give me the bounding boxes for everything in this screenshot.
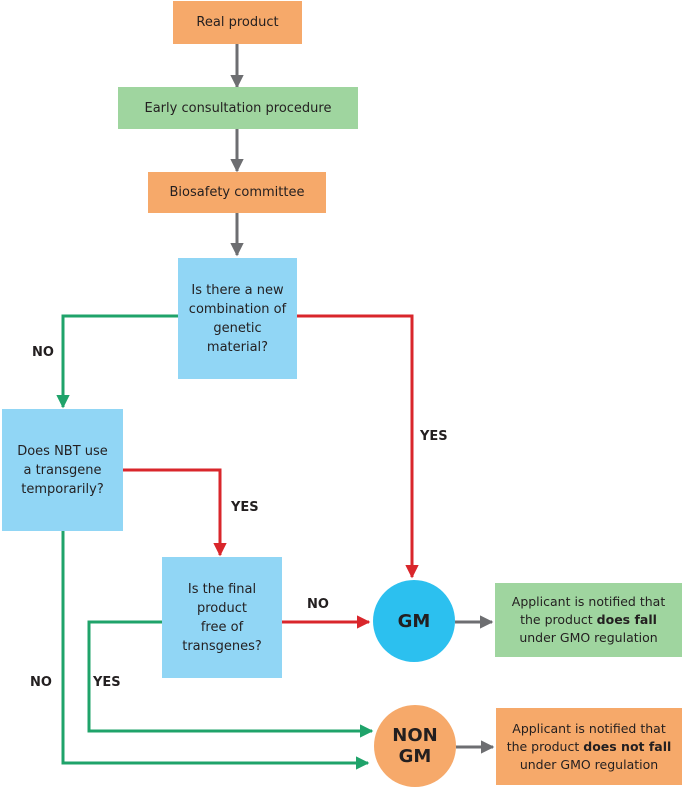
result-non-gm-emphasis: does not fall	[583, 738, 672, 754]
result-non-gm-line3: under GMO regulation	[519, 756, 659, 772]
result-non-gm-box: Applicant is notified that the product d…	[496, 708, 682, 785]
result-gm-prefix: the product	[520, 612, 593, 627]
question-new-combination-box: Is there a new combination of genetic ma…	[178, 258, 297, 379]
edge-label-q1-no: NO	[32, 345, 54, 360]
non-gm-circle: NON GM	[374, 705, 456, 787]
question-transgene-temporarily-box: Does NBT use a transgene temporarily?	[2, 409, 123, 531]
edge-label-q1-yes: YES	[420, 429, 448, 444]
result-gm-box: Applicant is notified that the product d…	[495, 583, 682, 657]
gm-circle: GM	[373, 580, 455, 662]
early-consultation-box: Early consultation procedure	[118, 87, 358, 129]
real-product-box: Real product	[173, 1, 302, 44]
edge-label-q3-no: NO	[307, 597, 329, 612]
arrow-q1-yes	[297, 314, 419, 579]
arrow-q2-no	[61, 531, 370, 770]
arrow-q3-yes	[87, 620, 374, 738]
edge-label-q3-yes: YES	[93, 675, 121, 690]
early-consultation-label: Early consultation procedure	[144, 100, 332, 116]
real-product-label: Real product	[196, 15, 279, 30]
biosafety-committee-box: Biosafety committee	[148, 172, 326, 213]
edge-label-q2-no: NO	[30, 675, 52, 690]
non-gm-label-line1: NON	[392, 725, 438, 746]
result-gm-line2: the product does fall	[520, 611, 657, 629]
edge-label-q2-yes: YES	[231, 500, 259, 515]
biosafety-committee-label: Biosafety committee	[169, 185, 305, 200]
gm-label: GM	[397, 610, 431, 632]
result-non-gm-line1: Applicant is notified that	[512, 720, 666, 736]
non-gm-label-line2: GM	[398, 746, 432, 767]
question-free-of-transgenes-label: Is the final product free of transgenes?	[182, 581, 262, 654]
result-gm-line3: under GMO regulation	[519, 630, 658, 645]
arrow-q2-yes	[123, 468, 227, 557]
result-non-gm-line2: the product does not fall	[507, 738, 672, 756]
result-gm-emphasis: does fall	[596, 612, 657, 627]
question-transgene-temporarily-label: Does NBT use a transgene temporarily?	[17, 443, 108, 497]
result-non-gm-prefix: the product	[506, 738, 580, 754]
question-free-of-transgenes-box: Is the final product free of transgenes?	[162, 557, 282, 678]
arrow-q1-no	[56, 314, 178, 409]
question-new-combination-label: Is there a new combination of genetic ma…	[188, 282, 287, 355]
result-gm-line1: Applicant is notified that	[511, 594, 666, 609]
